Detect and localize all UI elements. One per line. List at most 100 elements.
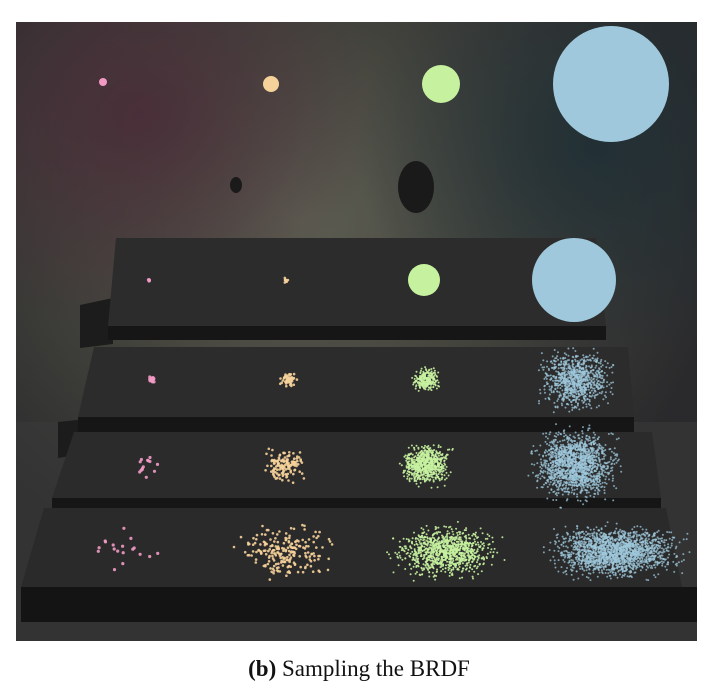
blue-light-sample xyxy=(586,447,589,450)
green-light-sample xyxy=(434,453,437,456)
blue-light-sample xyxy=(561,389,564,392)
green-light-sample xyxy=(476,559,479,561)
green-light-sample xyxy=(461,532,464,535)
green-light-sample xyxy=(432,444,435,447)
blue-light-sample xyxy=(565,373,568,376)
blue-light-sample xyxy=(609,470,612,473)
blue-light-sample xyxy=(586,398,589,401)
blue-light-sample xyxy=(596,382,599,385)
green-light-sample xyxy=(455,551,457,554)
blue-light-sample xyxy=(547,374,550,377)
blue-light-sample xyxy=(545,381,548,384)
green-light-sample xyxy=(424,444,426,447)
green-light-sample xyxy=(488,535,491,537)
blue-light-sample xyxy=(565,363,568,366)
blue-light-sample xyxy=(562,393,565,396)
blue-light-sample xyxy=(536,449,538,452)
blue-light-sample xyxy=(610,467,613,470)
green-light-sample xyxy=(423,538,426,541)
blue-light-sample xyxy=(584,379,587,382)
blue-light-sample xyxy=(556,481,559,484)
blue-light-sample xyxy=(551,447,553,450)
blue-light-sample xyxy=(586,372,589,375)
peach-light-sample xyxy=(284,279,288,282)
peach-light-sample xyxy=(278,552,281,556)
blue-light-sample xyxy=(594,450,597,453)
peach-light-sample xyxy=(284,375,287,378)
blue-light-sample xyxy=(575,393,578,395)
green-light-sample xyxy=(449,547,452,550)
peach-light-sample xyxy=(273,540,276,543)
green-light-sample xyxy=(445,539,447,542)
blue-light-sample xyxy=(560,367,563,369)
blue-light-sample xyxy=(570,375,573,378)
green-light-sample xyxy=(436,538,439,541)
blue-light-sample xyxy=(563,367,566,370)
green-light-sample xyxy=(432,367,435,370)
peach-light-sample xyxy=(309,564,313,568)
blue-light-sample xyxy=(586,453,589,456)
green-light-sample xyxy=(471,568,474,571)
peach-light-sample xyxy=(312,552,315,555)
green-light-sample xyxy=(404,469,407,472)
peach-light-sample xyxy=(271,448,274,452)
green-light-sample xyxy=(415,458,418,461)
peach-light-sample xyxy=(270,459,273,463)
green-light-sample xyxy=(422,563,425,566)
blue-light-sample xyxy=(546,437,549,440)
blue-light-sample xyxy=(596,380,599,383)
blue-light-sample xyxy=(552,499,555,501)
blue-light-sample xyxy=(589,484,592,487)
green-light-sample xyxy=(431,536,434,539)
green-light-sample xyxy=(413,477,416,480)
green-light-sample xyxy=(403,550,406,553)
blue-light-sample xyxy=(574,447,577,450)
blue-light-sample xyxy=(584,499,587,502)
green-light-sample xyxy=(424,463,427,465)
blue-light-sample xyxy=(592,387,595,390)
blue-light-sample xyxy=(590,480,593,483)
green-light-sample xyxy=(405,459,408,462)
blue-light-sample xyxy=(550,440,553,443)
green-light-sample xyxy=(420,379,423,382)
blue-light-sample xyxy=(589,462,592,465)
green-light-sample xyxy=(438,471,441,474)
blue-light-sample xyxy=(563,363,565,366)
blue-light-sample xyxy=(570,573,573,576)
blue-light-sample xyxy=(559,387,562,390)
blue-light-sample xyxy=(555,456,558,459)
blue-light-sample xyxy=(553,363,556,366)
blue-light-sample xyxy=(565,490,568,493)
blue-light-sample xyxy=(567,371,569,374)
green-light-sample xyxy=(427,388,430,391)
blue-light-sample xyxy=(554,493,557,495)
green-light-sample xyxy=(413,446,415,449)
green-light-sample xyxy=(415,370,418,373)
blue-light-sample xyxy=(591,372,594,375)
blue-light-sample xyxy=(607,402,609,405)
blue-light-sample xyxy=(570,480,572,483)
blue-light-sample xyxy=(547,463,550,465)
green-light-sample xyxy=(439,468,442,471)
green-light-sample xyxy=(452,559,455,562)
peach-light-sample xyxy=(275,459,279,463)
green-light-sample xyxy=(475,551,478,554)
green-light-sample xyxy=(432,555,435,558)
peach-light-sample xyxy=(281,379,285,382)
peach-light-sample xyxy=(321,546,324,549)
green-light-sample xyxy=(476,541,479,544)
blue-light-sample xyxy=(572,453,575,456)
peach-light-sample xyxy=(277,562,280,565)
blue-light-sample xyxy=(563,376,566,379)
blue-light-sample xyxy=(582,459,585,461)
peach-light-sample xyxy=(271,472,275,476)
blue-light-sample xyxy=(616,454,618,457)
blue-light-sample xyxy=(597,464,600,467)
blue-light-sample xyxy=(563,429,566,432)
green-light-sample xyxy=(437,454,440,457)
peach-light-sample xyxy=(307,538,311,541)
blue-light-sample xyxy=(542,469,545,472)
blue-light-sample xyxy=(551,469,553,472)
blue-light-sample xyxy=(588,378,591,381)
green-light-sample xyxy=(426,540,429,543)
